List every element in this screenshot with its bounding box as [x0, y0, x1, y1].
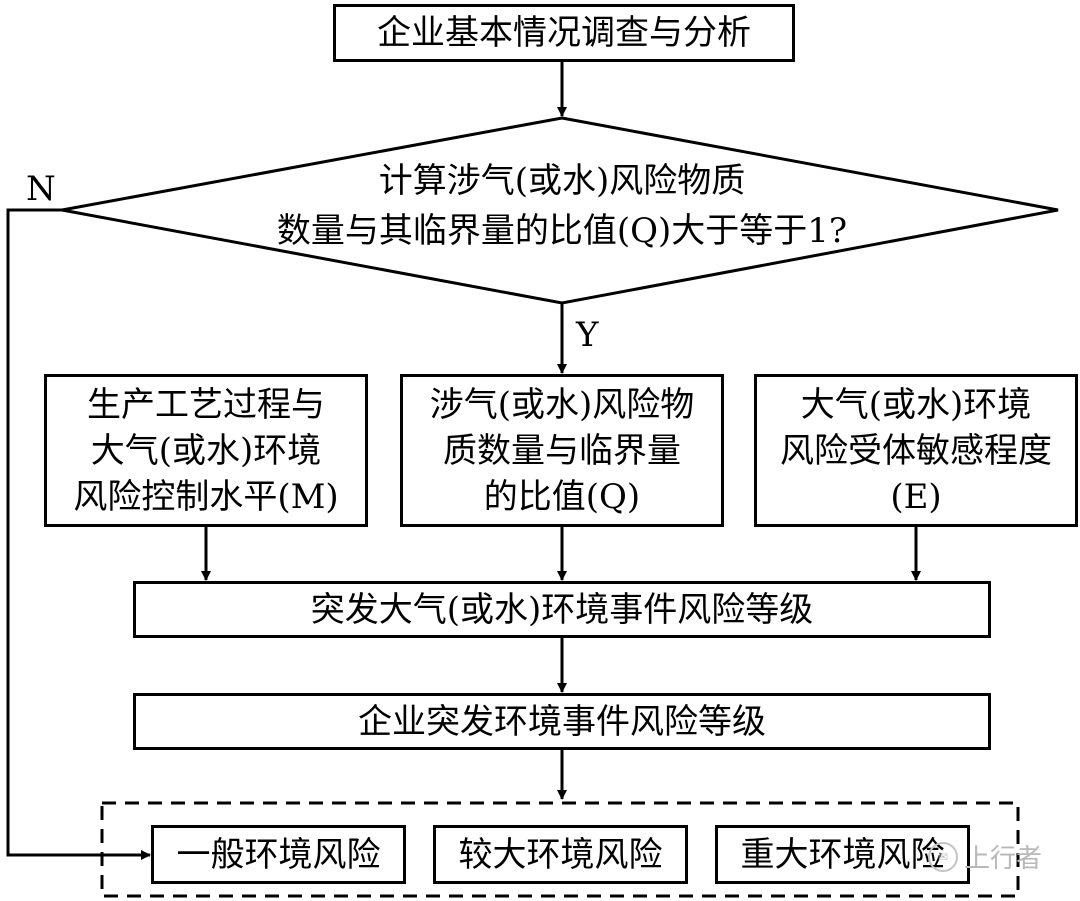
event-level-text: 突发大气(或水)环境事件风险等级 — [310, 589, 814, 630]
wechat-icon: ✉ — [928, 841, 958, 872]
enterprise-level-text: 企业突发环境事件风险等级 — [358, 701, 766, 742]
start-text: 企业基本情况调查与分析 — [377, 13, 751, 53]
factor-m-line-1: 生产工艺过程与 — [87, 384, 325, 425]
factor-q-line-2: 质数量与临界量 — [443, 430, 681, 471]
factor-e-line-1: 大气(或水)环境 — [800, 384, 1032, 425]
enterprise-level-box: 企业突发环境事件风险等级 — [133, 693, 991, 750]
outcome-larger-text: 较大环境风险 — [458, 834, 663, 875]
factor-m-line-2: 大气(或水)环境 — [90, 430, 322, 471]
outcome-major-text: 重大环境风险 — [740, 834, 945, 875]
event-level-box: 突发大气(或水)环境事件风险等级 — [133, 581, 991, 638]
factor-q-line-3: 的比值(Q) — [483, 476, 641, 517]
outcome-general-text: 一般环境风险 — [176, 834, 381, 875]
factor-box-m: 生产工艺过程与 大气(或水)环境 风险控制水平(M) — [44, 374, 368, 527]
outcome-major-box: 重大环境风险 — [715, 825, 970, 884]
factor-e-line-3: (E) — [890, 476, 942, 517]
no-label: N — [26, 169, 56, 209]
decision-line-2: 数量与其临界量的比值(Q)大于等于1? — [276, 211, 848, 251]
factor-box-e: 大气(或水)环境 风险受体敏感程度 (E) — [754, 374, 1078, 527]
factor-m-line-3: 风险控制水平(M) — [73, 476, 339, 517]
factor-e-line-2: 风险受体敏感程度 — [780, 430, 1052, 471]
watermark-text: 上行者 — [964, 844, 1043, 874]
arrow-no-path — [6, 208, 151, 860]
outcome-larger-box: 较大环境风险 — [433, 825, 688, 884]
outcome-general-box: 一般环境风险 — [151, 825, 406, 884]
decision-text: 计算涉气(或水)风险物质 数量与其临界量的比值(Q)大于等于1? — [200, 156, 924, 256]
factor-box-q: 涉气(或水)风险物 质数量与临界量 的比值(Q) — [400, 374, 724, 527]
watermark: ✉ 上行者 — [928, 838, 1042, 875]
factor-q-line-1: 涉气(或水)风险物 — [429, 384, 695, 425]
decision-line-1: 计算涉气(或水)风险物质 — [378, 161, 746, 201]
yes-label: Y — [576, 315, 599, 355]
start-box: 企业基本情况调查与分析 — [333, 4, 795, 62]
